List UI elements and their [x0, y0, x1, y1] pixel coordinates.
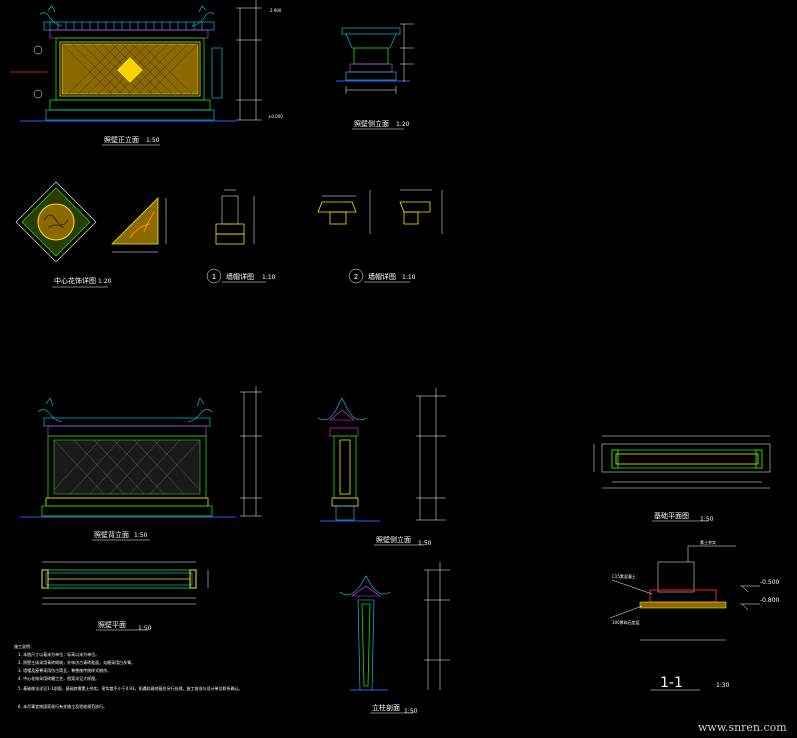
side-elev-title: 照壁侧立面 — [376, 535, 411, 544]
back-elevation: 照壁背立面 1:50 — [20, 386, 262, 541]
level-b: -0.800 — [760, 597, 780, 604]
plan-left-title: 照壁平面 — [98, 620, 126, 629]
detail-1: 1 墙帽详图 1:10 — [206, 189, 276, 284]
watermark: www.snren.com — [698, 721, 787, 734]
plan-left-scale: 1:50 — [138, 625, 152, 632]
wall-inner-frame — [59, 41, 201, 97]
note-line-6: 6. 未尽事宜按国家现行有关施工及验收规范执行。 — [18, 703, 107, 709]
section-1-1: 素土夯实 C15素混凝土 100厚碎石垫层 -0.500 -0.800 1-1 … — [609, 539, 780, 691]
side-elev-scale: 1:50 — [418, 540, 432, 547]
roof-ornament-left — [39, 5, 63, 27]
section-11-scale: 1:30 — [716, 682, 730, 689]
level-a: -0.500 — [760, 579, 780, 586]
section-col-scale: 1:50 — [404, 708, 418, 715]
section-11-num: 1-1 — [660, 675, 683, 691]
detail-2-title: 墙帽详图 — [368, 272, 396, 281]
detail-1-scale: 1:10 — [262, 274, 276, 281]
note-line-1: 1. 本图尺寸以毫米为单位，标高以米为单位。 — [18, 651, 99, 657]
note-line-5: 5. 基础做法详见1-1剖面，基础底需素土夯实，密实度不小于0.93，如遇软弱地… — [18, 685, 243, 691]
detail-1-num: 1 — [212, 273, 216, 281]
roof-ridge — [43, 21, 215, 31]
svg-text:2.900: 2.900 — [270, 8, 282, 13]
detail-2-num: 2 — [354, 273, 358, 281]
side-elevation: 照壁侧立面 1:50 — [317, 388, 446, 547]
wall-base — [49, 99, 211, 111]
back-elev-title: 照壁背立面 — [94, 530, 129, 539]
note-line-2: 2. 照壁主体采用青砖砌筑，外饰仿古青砖贴面，勾缝采用白灰膏。 — [18, 659, 135, 665]
section-label-2: C15素混凝土 — [612, 573, 636, 579]
section-col-title: 立柱剖面 — [372, 703, 400, 712]
side-top-scale: 1:20 — [396, 121, 410, 128]
center-diamond — [117, 57, 143, 83]
plan-right-title: 基础平面图 — [654, 511, 689, 520]
axis-marker-b — [33, 89, 43, 99]
plan-left: 照壁平面 1:50 — [41, 561, 209, 632]
back-elev-scale: 1:50 — [134, 532, 148, 539]
construction-notes: 施工说明： 1. 本图尺寸以毫米为单位，标高以米为单位。 2. 照壁主体采用青砖… — [14, 643, 243, 709]
front-top-scale: 1:50 — [146, 137, 160, 144]
detail-2: 2 墙帽详图 1:10 — [317, 189, 443, 284]
roof-ornament-right — [191, 5, 215, 27]
side-top-title: 照壁侧立面 — [354, 119, 389, 128]
plan-right-scale: 1:50 — [700, 516, 714, 523]
note-line-3: 3. 墙帽及屋脊采用仿古筒瓦，脊兽按传统样式制作。 — [18, 667, 111, 673]
detail-1-title: 墙帽详图 — [226, 272, 254, 281]
front-elevation-top: 2.900 ±0.000 照壁正立面 1:50 — [10, 0, 283, 146]
side-elevation-top: 照壁侧立面 1:20 — [336, 23, 414, 130]
section-label-1: 素土夯实 — [700, 539, 716, 545]
column-section: 立柱剖面 1:50 — [339, 562, 450, 715]
eave-band — [49, 29, 209, 39]
axis-marker-a — [33, 45, 43, 55]
center-panel-scale: 1:20 — [98, 278, 112, 285]
detail-2-scale: 1:10 — [402, 274, 416, 281]
column-side — [211, 47, 223, 99]
svg-text:±0.000: ±0.000 — [268, 114, 283, 119]
center-panel-title: 中心花饰详图 — [54, 276, 96, 285]
front-top-title: 照壁正立面 — [104, 135, 139, 144]
notes-header: 施工说明： — [14, 643, 34, 649]
wall-plinth — [45, 109, 215, 121]
center-panel-detail: 中心花饰详图 1:20 — [15, 181, 167, 288]
note-line-4: 4. 中心花饰采用砖雕工艺，图案详见大样图。 — [18, 675, 99, 681]
section-label-3: 100厚碎石垫层 — [612, 619, 640, 625]
plan-right: 基础平面图 1:50 — [593, 435, 771, 523]
